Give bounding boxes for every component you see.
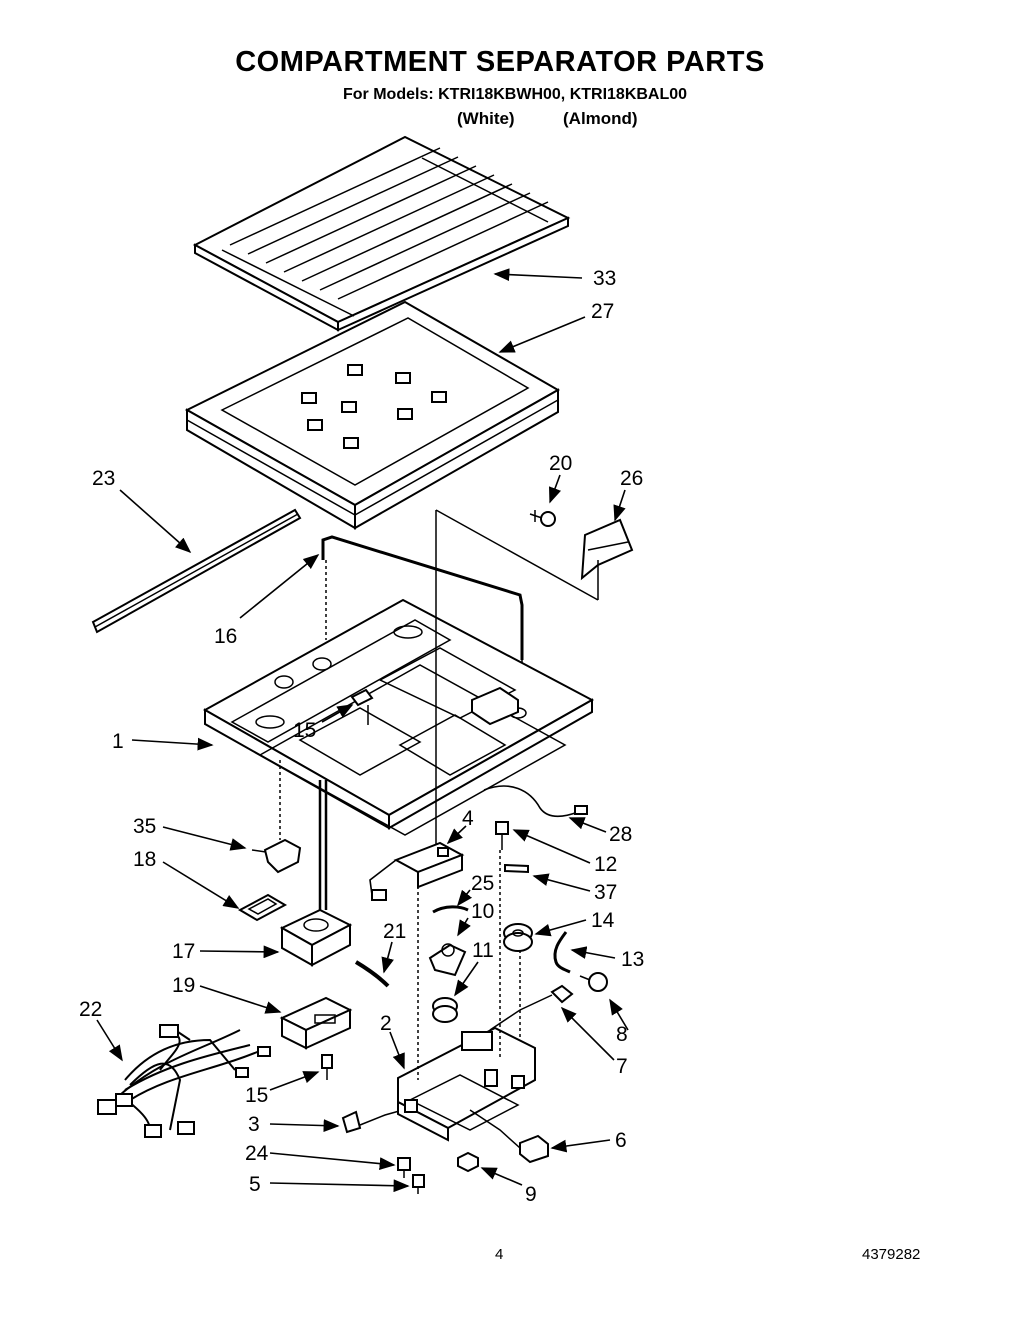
part-7-socket — [489, 984, 574, 1031]
callout-11: 11 — [472, 939, 494, 962]
part-18-lens — [237, 893, 288, 922]
part-10-thermostat — [428, 943, 467, 977]
part-37-tape — [504, 863, 529, 874]
callout-14: 14 — [591, 909, 615, 932]
callout-27: 27 — [591, 300, 614, 323]
part-13-bulb-wire — [553, 931, 571, 974]
callout-3: 3 — [248, 1113, 260, 1136]
part-14-knob — [503, 923, 533, 952]
part-22-wire-harness — [97, 1024, 271, 1138]
part-20-clip — [529, 510, 556, 527]
callout-28: 28 — [609, 823, 632, 846]
part-5-screw — [412, 1174, 425, 1194]
callout-17: 17 — [172, 940, 195, 963]
part-3-clip — [341, 1107, 411, 1134]
part-15-screw-lower — [321, 1054, 333, 1080]
callout-6: 6 — [615, 1129, 627, 1152]
callout-1: 1 — [112, 730, 124, 753]
callout-13: 13 — [621, 948, 644, 971]
part-28-wire — [483, 785, 588, 818]
callout-18: 18 — [133, 848, 156, 871]
part-17-light-housing — [279, 780, 353, 967]
part-4-control-board — [369, 841, 465, 901]
callout-2: 2 — [380, 1012, 392, 1035]
part-19-socket-cover — [279, 996, 353, 1050]
part-21-capillary — [354, 960, 390, 988]
color-almond-label: (Almond) — [563, 109, 638, 128]
part-11-knob — [432, 997, 458, 1023]
part-1-base-panel — [202, 509, 599, 860]
color-white-label: (White) — [457, 109, 515, 128]
part-24-screw — [397, 1157, 411, 1178]
document-number: 4379282 — [862, 1246, 921, 1263]
callout-35: 35 — [133, 815, 156, 838]
callout-24: 24 — [245, 1142, 269, 1165]
part-35-bracket — [251, 760, 302, 874]
callout-9: 9 — [525, 1183, 537, 1206]
callout-15-upper: 15 — [293, 719, 316, 742]
diagram-title: COMPARTMENT SEPARATOR PARTS — [235, 46, 765, 78]
callout-16: 16 — [214, 625, 237, 648]
callout-15-lower: 15 — [245, 1084, 268, 1107]
callout-22: 22 — [79, 998, 102, 1021]
models-line: For Models: KTRI18KBWH00, KTRI18KBAL00 — [343, 86, 688, 103]
callout-12: 12 — [594, 853, 617, 876]
callout-10: 10 — [471, 900, 494, 923]
callout-23: 23 — [92, 467, 115, 490]
part-12-screw — [495, 821, 509, 850]
part-15-screw-upper — [350, 688, 374, 725]
part-23-trim-strip — [91, 508, 302, 634]
part-2-control-housing — [397, 850, 536, 1142]
leader-lines — [96, 268, 629, 1193]
callout-5: 5 — [249, 1173, 261, 1196]
callout-26: 26 — [620, 467, 643, 490]
callout-25: 25 — [471, 872, 494, 895]
page-number: 4 — [495, 1246, 504, 1263]
callout-21: 21 — [383, 920, 406, 943]
part-8-bulb — [579, 972, 608, 992]
part-6-switch — [469, 1109, 549, 1164]
callout-19: 19 — [172, 974, 195, 997]
callout-8: 8 — [616, 1023, 628, 1046]
part-33-shelf-grille — [192, 135, 571, 332]
callout-4: 4 — [462, 807, 474, 830]
part-27-separator-frame — [184, 300, 561, 530]
callout-labels: 33 27 23 20 26 16 15 1 35 18 17 19 22 15… — [79, 267, 644, 1206]
callout-37: 37 — [594, 881, 617, 904]
part-25-tube — [432, 905, 469, 914]
part-26-cover — [580, 518, 634, 581]
callout-20: 20 — [549, 452, 572, 475]
part-9-nut — [457, 1151, 479, 1173]
callout-33: 33 — [593, 267, 616, 290]
callout-7: 7 — [616, 1055, 628, 1078]
